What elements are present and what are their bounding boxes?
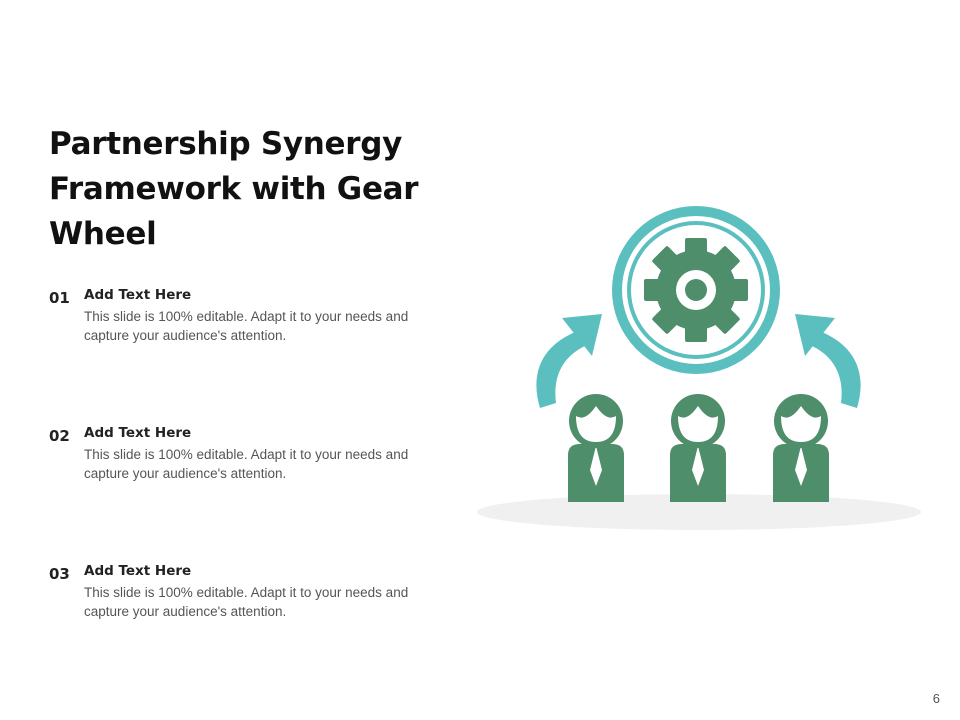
person-icon [568, 394, 624, 502]
person-icon [670, 394, 726, 502]
person-icon [773, 394, 829, 502]
item-heading: Add Text Here [84, 287, 192, 303]
item-body: This slide is 100% editable. Adapt it to… [84, 585, 409, 619]
arrow-icon [795, 314, 861, 408]
page-number: 6 [932, 691, 940, 706]
slide-title: Partnership Synergy Framework with Gear … [49, 126, 419, 252]
item-number: 02 [49, 427, 70, 445]
synergy-illustration [477, 206, 921, 530]
arrow-icon [536, 314, 602, 408]
item-number: 03 [49, 565, 70, 583]
item-number: 01 [49, 289, 70, 307]
gear-ring [612, 206, 780, 374]
floor-shadow [477, 494, 921, 530]
item-body: This slide is 100% editable. Adapt it to… [84, 309, 409, 343]
gear-axle [685, 279, 707, 301]
item-heading: Add Text Here [84, 563, 192, 579]
item-heading: Add Text Here [84, 425, 192, 441]
item-body: This slide is 100% editable. Adapt it to… [84, 447, 409, 481]
